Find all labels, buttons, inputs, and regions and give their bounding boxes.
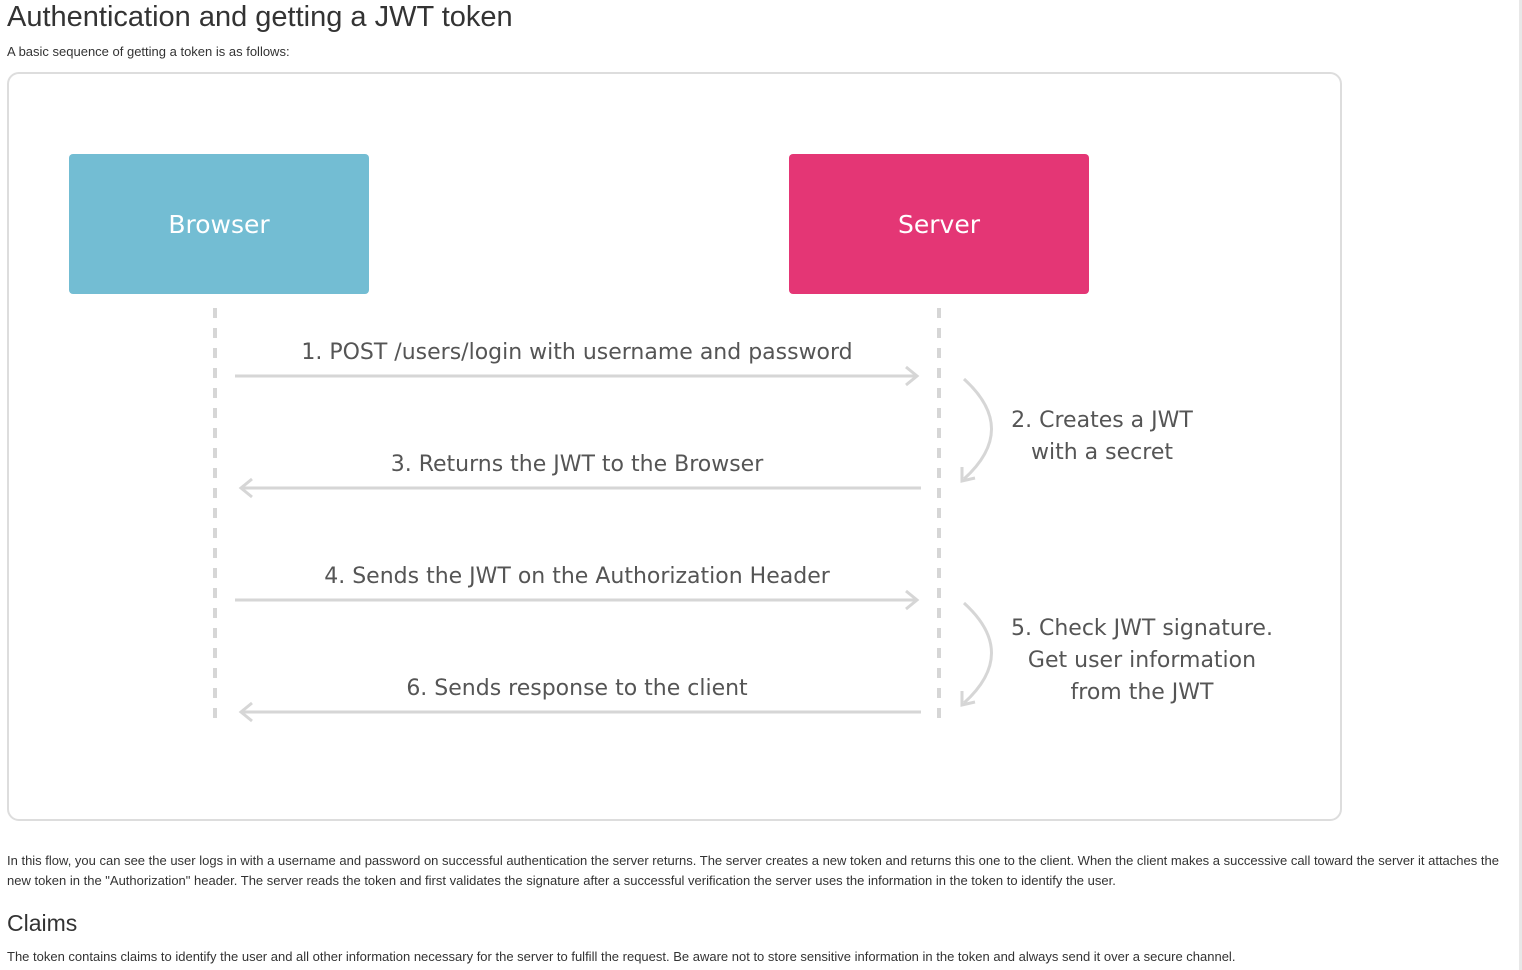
sequence-diagram: Browser Server 1. POST /users/login with… (7, 72, 1342, 821)
step-6-label: 6. Sends response to the client (406, 676, 748, 701)
browser-box (69, 154, 369, 294)
step-1-label: 1. POST /users/login with username and p… (301, 340, 852, 365)
step-4-arrow (235, 589, 920, 611)
claims-text: The token contains claims to identify th… (7, 949, 1236, 964)
server-box (789, 154, 1089, 294)
sequence-diagram-svg: Browser Server 1. POST /users/login with… (69, 154, 1273, 723)
step-2-label-line-2: with a secret (1031, 440, 1173, 465)
step-5-label-line-2: Get user information (1028, 648, 1256, 673)
browser-label: Browser (168, 210, 270, 239)
scrollbar[interactable] (1519, 0, 1522, 970)
step-2-label-line-1: 2. Creates a JWT (1011, 408, 1193, 433)
step-4-label: 4. Sends the JWT on the Authorization He… (324, 564, 831, 589)
server-label: Server (898, 210, 981, 239)
step-1-arrow (235, 365, 920, 387)
step-3-label: 3. Returns the JWT to the Browser (391, 452, 764, 477)
claims-heading: Claims (7, 910, 78, 936)
step-5-label-line-1: 5. Check JWT signature. (1011, 616, 1273, 641)
flow-description: In this flow, you can see the user logs … (7, 853, 1499, 888)
intro-text: A basic sequence of getting a token is a… (7, 44, 290, 59)
step-3-arrow (238, 477, 921, 499)
step-5-curve-arrow (960, 601, 993, 707)
step-5-label-line-3: from the JWT (1071, 680, 1215, 705)
page-title: Authentication and getting a JWT token (7, 1, 513, 33)
step-6-arrow (238, 701, 921, 723)
step-2-curve-arrow (960, 377, 993, 483)
